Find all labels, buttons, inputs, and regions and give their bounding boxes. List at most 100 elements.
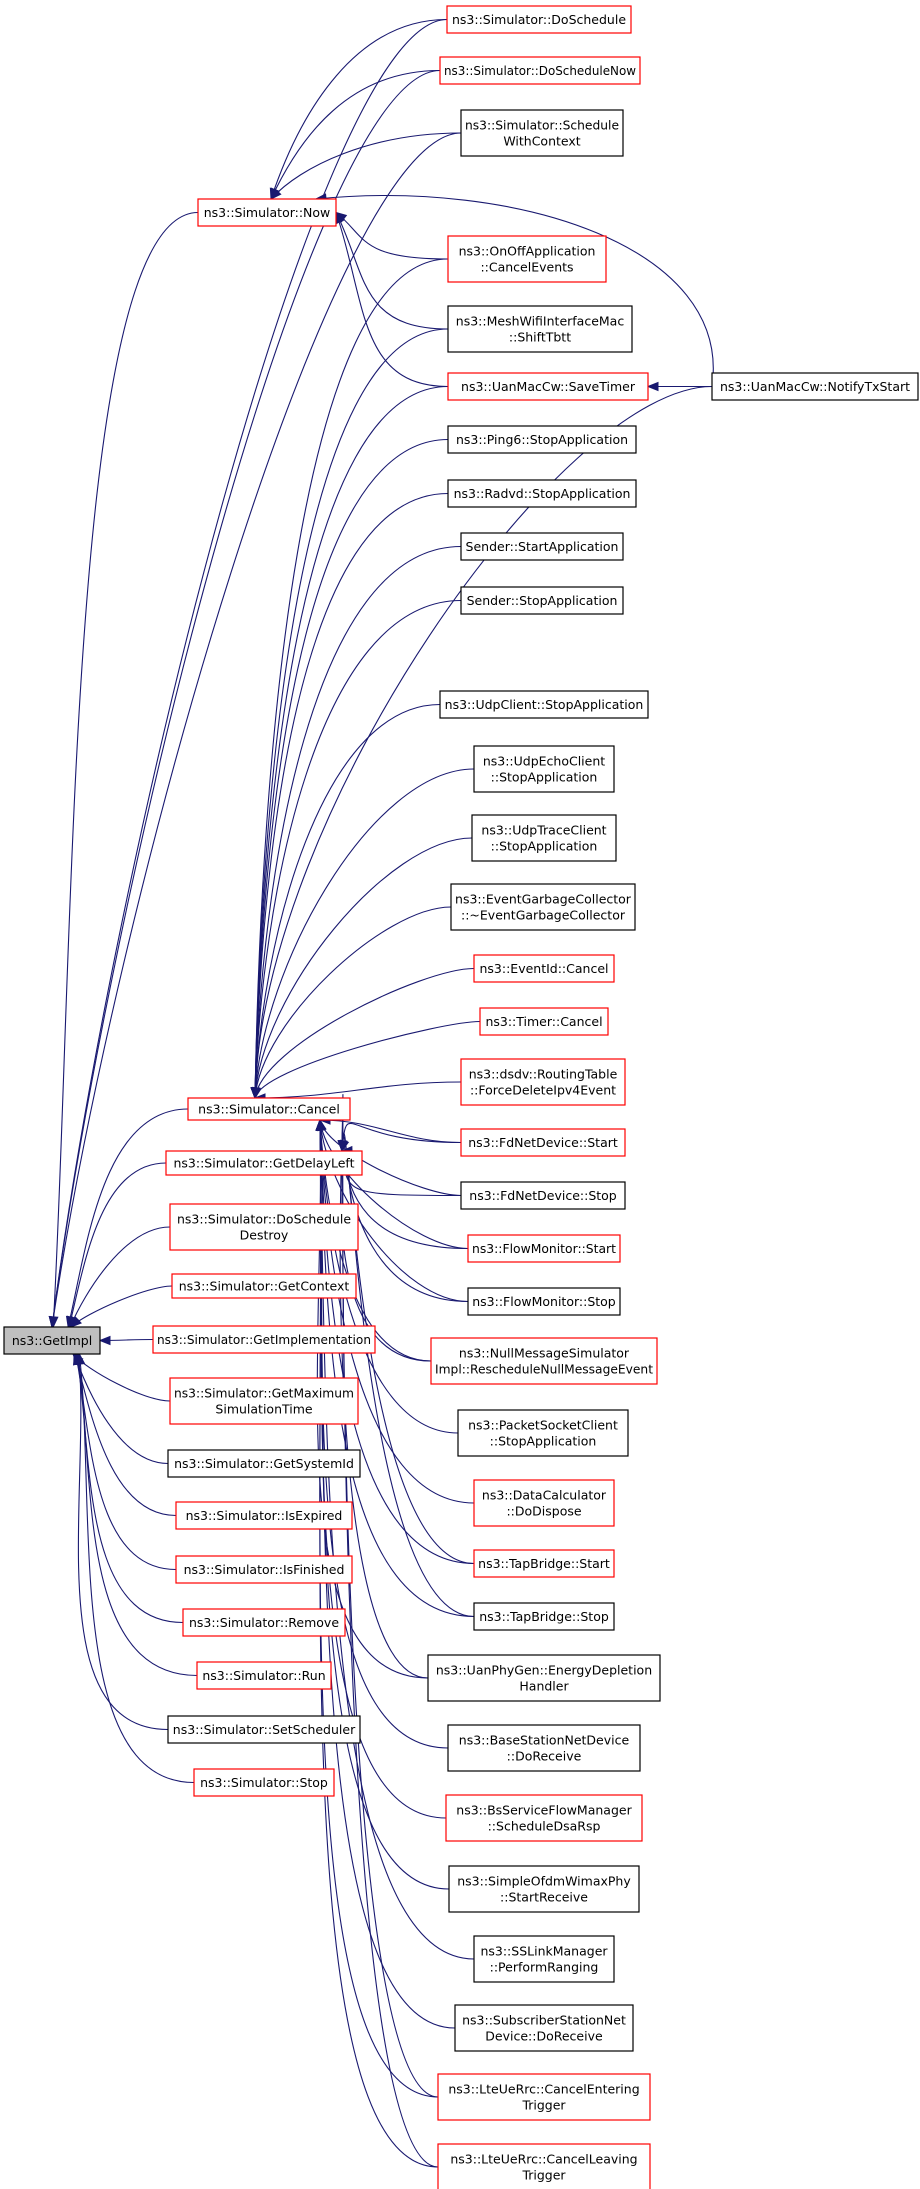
node-udpc[interactable]: ns3::UdpClient::StopApplication [439, 690, 649, 719]
node-dsdv[interactable]: ns3::dsdv::RoutingTable::ForceDeleteIpv4… [460, 1058, 626, 1106]
node-setsch[interactable]: ns3::Simulator::SetScheduler [167, 1715, 361, 1744]
node-label: ns3::Simulator::Stop [200, 1775, 328, 1790]
node-radvd[interactable]: ns3::Radvd::StopApplication [447, 479, 637, 508]
node-uannt[interactable]: ns3::UanMacCw::NotifyTxStart [711, 372, 919, 401]
node-gctx[interactable]: ns3::Simulator::GetContext [171, 1273, 357, 1299]
edge-line [69, 1226, 171, 1328]
node-gsid[interactable]: ns3::Simulator::GetSystemId [167, 1449, 361, 1478]
node-box [471, 814, 617, 862]
node-tbsp[interactable]: ns3::TapBridge::Stop [473, 1602, 615, 1631]
node-pktsc[interactable]: ns3::PacketSocketClient::StopApplication [457, 1409, 629, 1457]
node-fdst[interactable]: ns3::FdNetDevice::Start [460, 1128, 626, 1157]
node-label: ns3::Simulator::IsFinished [184, 1562, 345, 1577]
node-sowp[interactable]: ns3::SimpleOfdmWimaxPhy::StartReceive [448, 1865, 640, 1913]
node-label: Impl::RescheduleNullMessageEvent [435, 1362, 653, 1377]
node-label: ns3::TapBridge::Stop [479, 1609, 609, 1624]
edge-doschn-to-now [270, 69, 441, 201]
node-isexp[interactable]: ns3::Simulator::IsExpired [175, 1501, 353, 1530]
node-gdl[interactable]: ns3::Simulator::GetDelayLeft [165, 1150, 363, 1176]
node-sslm[interactable]: ns3::SSLinkManager::PerformRanging [473, 1935, 615, 1983]
node-box [167, 1715, 361, 1744]
node-label: ns3::Simulator::GetImplementation [157, 1332, 371, 1347]
node-box [450, 883, 636, 931]
node-label: ns3::UdpTraceClient [481, 823, 606, 838]
node-ping6[interactable]: ns3::Ping6::StopApplication [447, 425, 637, 454]
node-label: SimulationTime [215, 1402, 312, 1417]
node-label: ns3::OnOffApplication [459, 244, 596, 259]
node-box [152, 1325, 376, 1354]
node-timer[interactable]: ns3::Timer::Cancel [479, 1007, 609, 1036]
node-box [473, 1549, 615, 1578]
node-tbst[interactable]: ns3::TapBridge::Start [473, 1549, 615, 1578]
edge-egc-to-cancel [251, 906, 452, 1100]
node-label: ns3::Simulator::SetScheduler [173, 1722, 356, 1737]
node-label: ns3::BsServiceFlowManager [456, 1803, 632, 1818]
node-box [197, 198, 337, 227]
node-udpt[interactable]: ns3::UdpTraceClient::StopApplication [471, 814, 617, 862]
node-isfin[interactable]: ns3::Simulator::IsFinished [175, 1555, 353, 1584]
edge-timer-to-cancel [252, 1020, 481, 1100]
node-box [169, 1203, 359, 1251]
node-gimp[interactable]: ns3::Simulator::GetImplementation [152, 1325, 376, 1354]
node-bsnd[interactable]: ns3::BaseStationNetDevice::DoReceive [447, 1724, 641, 1772]
edge-udpc-to-cancel [250, 703, 441, 1100]
edge-ping6-to-cancel [250, 438, 449, 1100]
node-label: ::DoDispose [506, 1504, 581, 1519]
node-label: ns3::FdNetDevice::Start [468, 1135, 618, 1150]
node-label: Device::DoReceive [485, 2029, 603, 2044]
node-label: ns3::UdpEchoClient [483, 754, 605, 769]
node-onoff[interactable]: ns3::OnOffApplication::CancelEvents [447, 235, 607, 283]
edge-line [78, 1353, 195, 1784]
edge-gmst-to-root [72, 1352, 171, 1402]
node-now[interactable]: ns3::Simulator::Now [197, 198, 337, 227]
edge-line [73, 1353, 169, 1465]
node-doschn[interactable]: ns3::Simulator::DoScheduleNow [439, 56, 641, 85]
node-run[interactable]: ns3::Simulator::Run [196, 1661, 332, 1690]
node-label: ns3::Simulator::DoSchedule [177, 1212, 351, 1227]
node-fmsp[interactable]: ns3::FlowMonitor::Stop [467, 1287, 621, 1316]
node-fdsp[interactable]: ns3::FdNetDevice::Stop [460, 1181, 626, 1210]
node-label: ::StopApplication [490, 1434, 597, 1449]
edge-line [76, 1353, 184, 1624]
edge-line [254, 1081, 462, 1099]
node-fmst[interactable]: ns3::FlowMonitor::Start [467, 1234, 621, 1263]
node-evid[interactable]: ns3::EventId::Cancel [473, 954, 615, 983]
node-box [473, 1602, 615, 1631]
node-box [473, 1479, 615, 1527]
node-udpe[interactable]: ns3::UdpEchoClient::StopApplication [473, 745, 615, 793]
edge-line [68, 1162, 167, 1328]
node-label: ns3::FdNetDevice::Stop [469, 1188, 617, 1203]
node-ssnd[interactable]: ns3::SubscriberStationNetDevice::DoRecei… [454, 2004, 634, 2052]
node-bssfm[interactable]: ns3::BsServiceFlowManager::ScheduleDsaRs… [445, 1794, 643, 1842]
node-remove[interactable]: ns3::Simulator::Remove [182, 1608, 346, 1637]
edge-arrowhead [315, 1118, 325, 1131]
node-mesh[interactable]: ns3::MeshWifiInterfaceMac::ShiftTbtt [447, 305, 633, 353]
node-sndp[interactable]: Sender::StopApplication [460, 586, 624, 615]
edge-line [254, 1020, 481, 1099]
edge-uanst-to-cancel [250, 385, 449, 1100]
node-uanst[interactable]: ns3::UanMacCw::SaveTimer [447, 372, 649, 401]
node-box [460, 1181, 626, 1210]
edge-line [51, 132, 462, 1328]
node-label: ns3::DataCalculator [482, 1488, 607, 1503]
node-stop[interactable]: ns3::Simulator::Stop [193, 1768, 335, 1797]
node-box [447, 479, 637, 508]
edge-evid-to-cancel [251, 967, 475, 1100]
node-nullm[interactable]: ns3::NullMessageSimulatorImpl::Reschedul… [430, 1337, 658, 1385]
node-label: ::ForceDeleteIpv4Event [470, 1083, 616, 1098]
node-label: ns3::Simulator::Run [202, 1668, 325, 1683]
node-label: ns3::UdpClient::StopApplication [445, 697, 644, 712]
node-snds[interactable]: Sender::StartApplication [460, 532, 624, 561]
node-egc[interactable]: ns3::EventGarbageCollector::~EventGarbag… [450, 883, 636, 931]
node-datac[interactable]: ns3::DataCalculator::DoDispose [473, 1479, 615, 1527]
edge-arrowhead [646, 381, 659, 392]
node-cancel[interactable]: ns3::Simulator::Cancel [187, 1097, 351, 1121]
node-dosch[interactable]: ns3::Simulator::DoSchedule [446, 5, 632, 34]
edge-line [254, 967, 475, 1099]
